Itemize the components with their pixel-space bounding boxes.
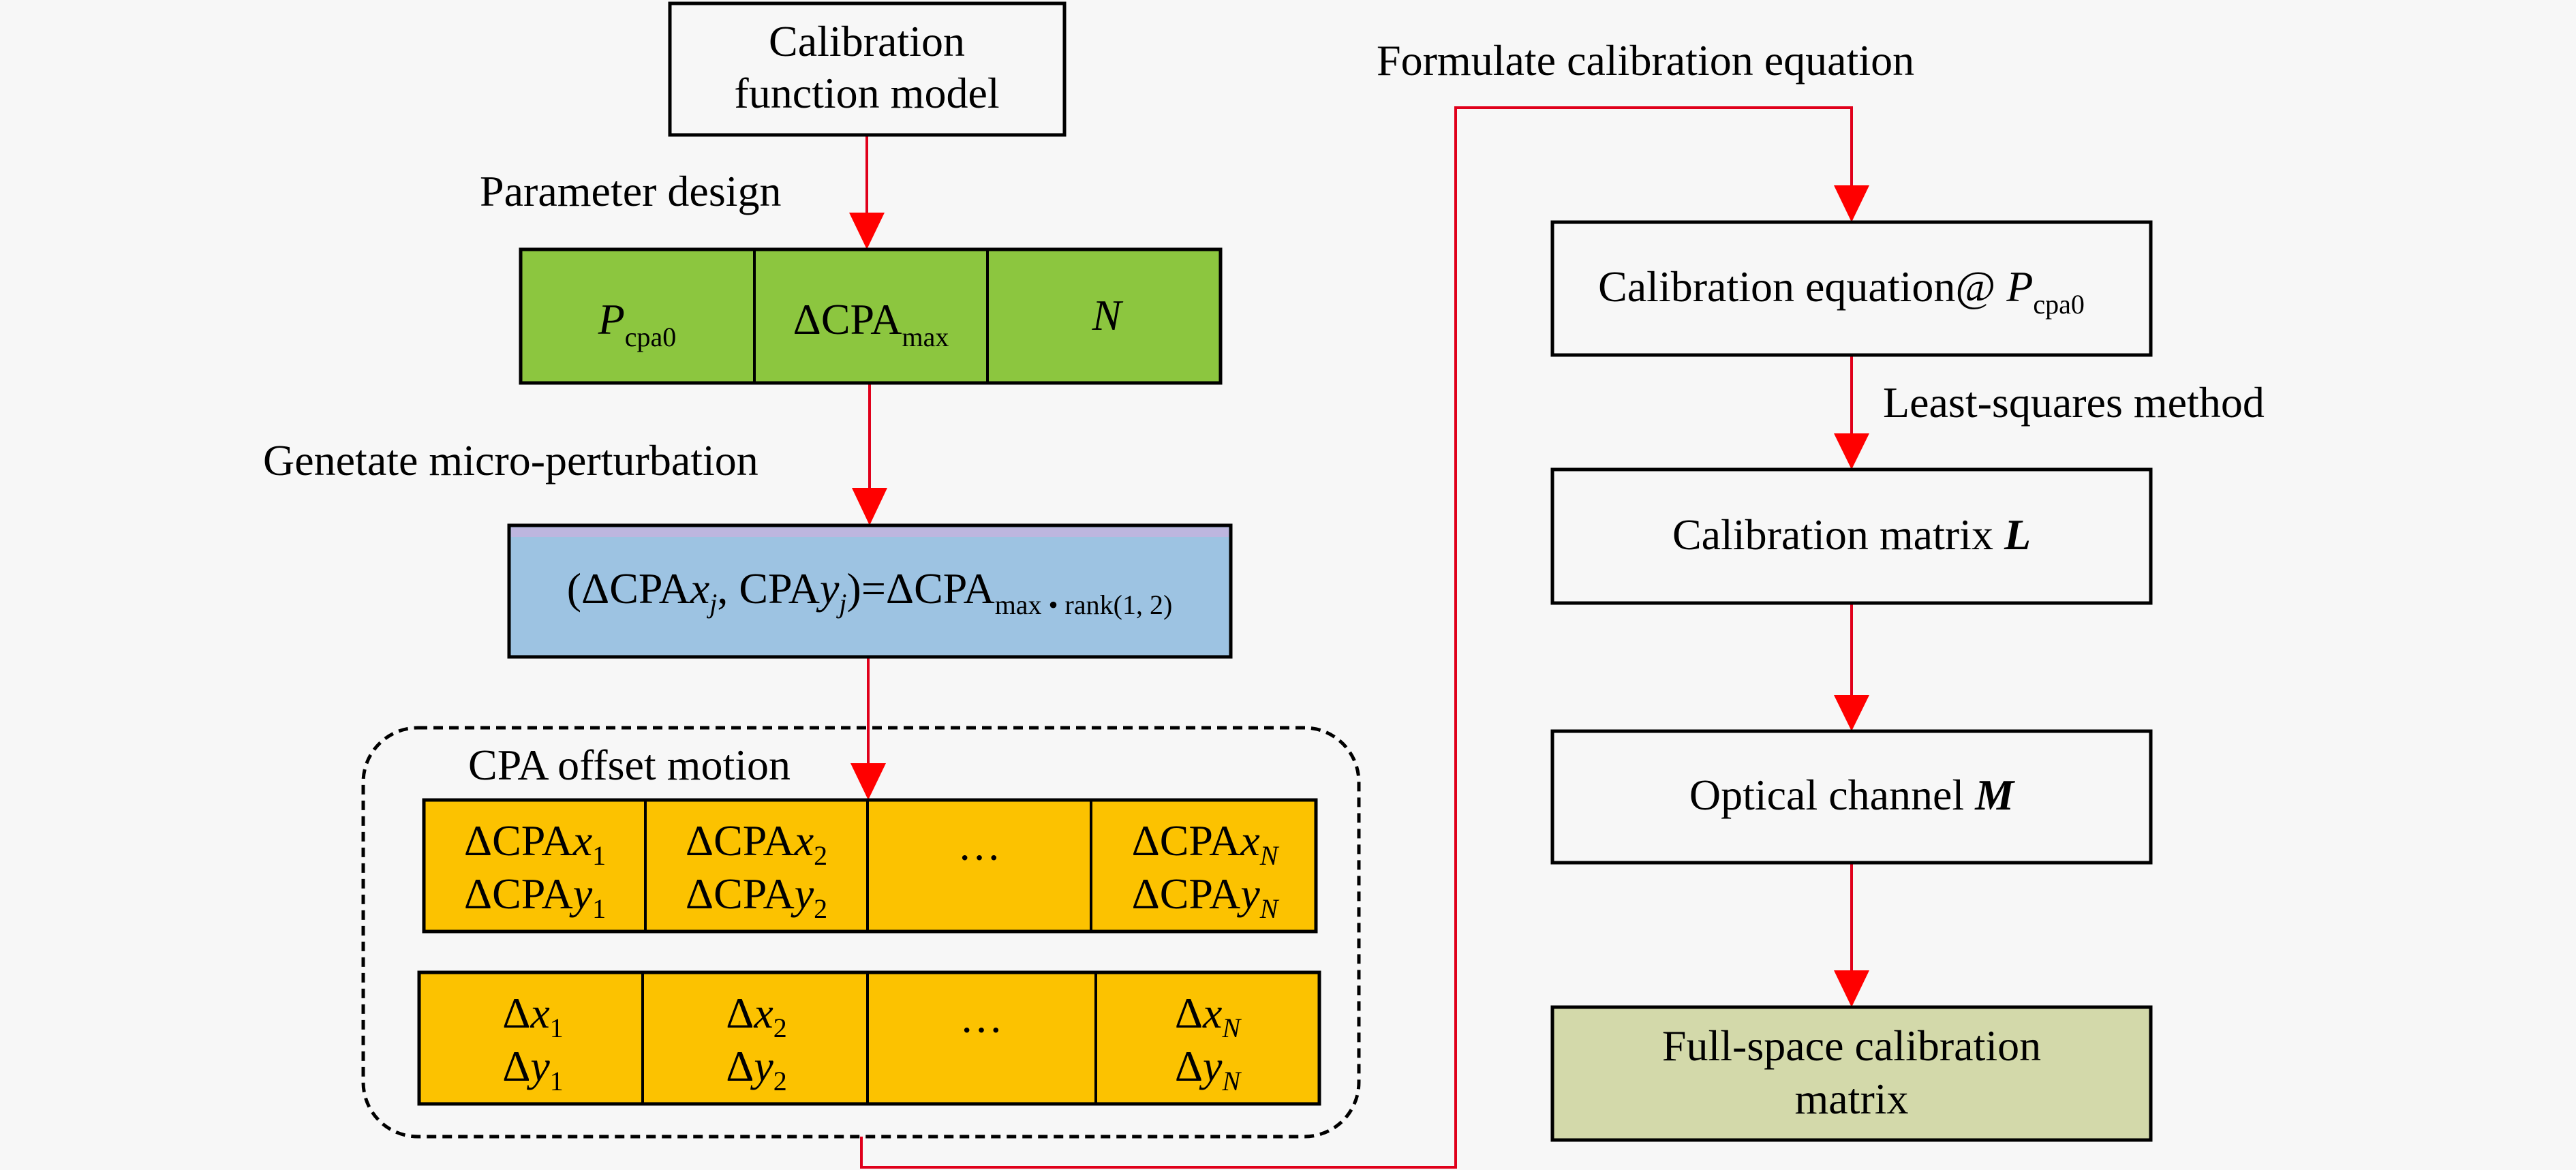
node-label-line2: function model bbox=[734, 69, 999, 117]
offset-delta-row-box bbox=[417, 970, 1321, 1106]
offset-delta-cell-2: Δx2 Δy2 bbox=[726, 989, 787, 1096]
offset-cpa-cell-1: ΔCPAx1 ΔCPAy1 bbox=[464, 816, 606, 924]
edge-offset-to-equation bbox=[860, 106, 1853, 1169]
node-box bbox=[1550, 220, 2153, 357]
node-full-space-calibration-matrix[interactable]: Full-space calibration matrix bbox=[1550, 1005, 2153, 1142]
node-micro-perturbation[interactable]: (ΔCPAxj, CPAyj)=ΔCPAmax • rank(1, 2) bbox=[507, 523, 1233, 659]
node-label: Optical channel M bbox=[1689, 771, 2015, 819]
offset-cpa-row-box bbox=[422, 798, 1318, 934]
node-box bbox=[1550, 467, 2153, 605]
param-cell-dcpa-max: ΔCPAmax bbox=[793, 295, 949, 352]
node-box bbox=[1550, 729, 2153, 865]
node-optical-channel-m[interactable]: Optical channel M bbox=[1550, 729, 2153, 865]
connectors bbox=[849, 106, 1869, 1169]
cell-bottom: ΔCPAy2 bbox=[686, 869, 827, 924]
edge-label-generate-perturbation: Genetate micro-perturbation bbox=[263, 436, 758, 484]
offset-cpa-row: ΔCPAx1 ΔCPAy1 ΔCPAx2 ΔCPAy2 ··· ΔCPAxN Δ… bbox=[422, 798, 1318, 934]
group-cpa-offset-motion[interactable]: CPA offset motion ΔCPAx1 ΔCPAy1 ΔCPAx2 Δ… bbox=[361, 726, 1361, 1139]
cell-top: ΔxN bbox=[1175, 989, 1242, 1043]
offset-cpa-cell-n: ΔCPAxN ΔCPAyN bbox=[1132, 816, 1280, 924]
node-label-line1: Full-space calibration bbox=[1662, 1021, 2041, 1070]
perturb-box bbox=[507, 523, 1233, 659]
cell-top: ΔCPAx1 bbox=[464, 816, 606, 871]
offset-delta-ellipsis: ··· bbox=[960, 1006, 1003, 1054]
node-parameter-design[interactable]: Pcpa0 ΔCPAmax N bbox=[519, 247, 1223, 385]
cell-bottom: Δy2 bbox=[726, 1042, 787, 1096]
node-calibration-equation[interactable]: Calibration equation@ Pcpa0 bbox=[1550, 220, 2153, 357]
cell-bottom: ΔCPAyN bbox=[1132, 869, 1280, 924]
group-label: CPA offset motion bbox=[468, 741, 791, 789]
node-box bbox=[1550, 1005, 2153, 1142]
arrowhead-icon bbox=[1834, 970, 1869, 1007]
cell-bottom: ΔyN bbox=[1175, 1042, 1242, 1096]
node-calibration-function-model[interactable]: Calibration function model bbox=[668, 1, 1067, 137]
node-label-line2: matrix bbox=[1794, 1075, 1908, 1123]
cell-bottom: ΔCPAy1 bbox=[464, 869, 606, 924]
perturb-formula: (ΔCPAxj, CPAyj)=ΔCPAmax • rank(1, 2) bbox=[567, 564, 1173, 620]
perturb-top-strip bbox=[511, 527, 1229, 537]
cell-top: Δx2 bbox=[726, 989, 787, 1043]
node-label: Calibration matrix L bbox=[1672, 510, 2031, 559]
cell-top: ΔCPAx2 bbox=[686, 816, 827, 871]
node-label: Calibration equation@ Pcpa0 bbox=[1598, 262, 2085, 320]
arrowhead-icon bbox=[1834, 433, 1869, 469]
param-cell-pcpa0: Pcpa0 bbox=[598, 295, 677, 352]
node-label-line1: Calibration bbox=[769, 17, 965, 65]
edge-label-formulate-equation: Formulate calibration equation bbox=[1377, 36, 1914, 84]
offset-cpa-cell-2: ΔCPAx2 ΔCPAy2 bbox=[686, 816, 827, 924]
arrowhead-icon bbox=[1834, 695, 1869, 731]
offset-delta-row: Δx1 Δy1 Δx2 Δy2 ··· ΔxN ΔyN bbox=[417, 970, 1321, 1106]
edge-label-parameter-design: Parameter design bbox=[480, 167, 782, 215]
offset-delta-cell-n: ΔxN ΔyN bbox=[1175, 989, 1242, 1096]
cell-top: ΔCPAxN bbox=[1132, 816, 1280, 871]
cell-bottom: Δy1 bbox=[502, 1042, 564, 1096]
offset-cpa-ellipsis: ··· bbox=[957, 833, 1001, 882]
arrowhead-icon bbox=[1834, 185, 1869, 222]
param-cell-n: N bbox=[1092, 291, 1124, 339]
arrowhead-icon bbox=[849, 213, 885, 249]
node-box bbox=[668, 1, 1067, 137]
group-dashed-border bbox=[361, 726, 1361, 1139]
arrowhead-icon bbox=[852, 488, 887, 525]
cell-top: Δx1 bbox=[502, 989, 564, 1043]
offset-delta-cell-1: Δx1 Δy1 bbox=[502, 989, 564, 1096]
node-calibration-matrix-l[interactable]: Calibration matrix L bbox=[1550, 467, 2153, 605]
edge-label-least-squares: Least-squares method bbox=[1883, 378, 2265, 427]
param-row-box bbox=[519, 247, 1223, 385]
arrowhead-icon bbox=[850, 763, 886, 800]
